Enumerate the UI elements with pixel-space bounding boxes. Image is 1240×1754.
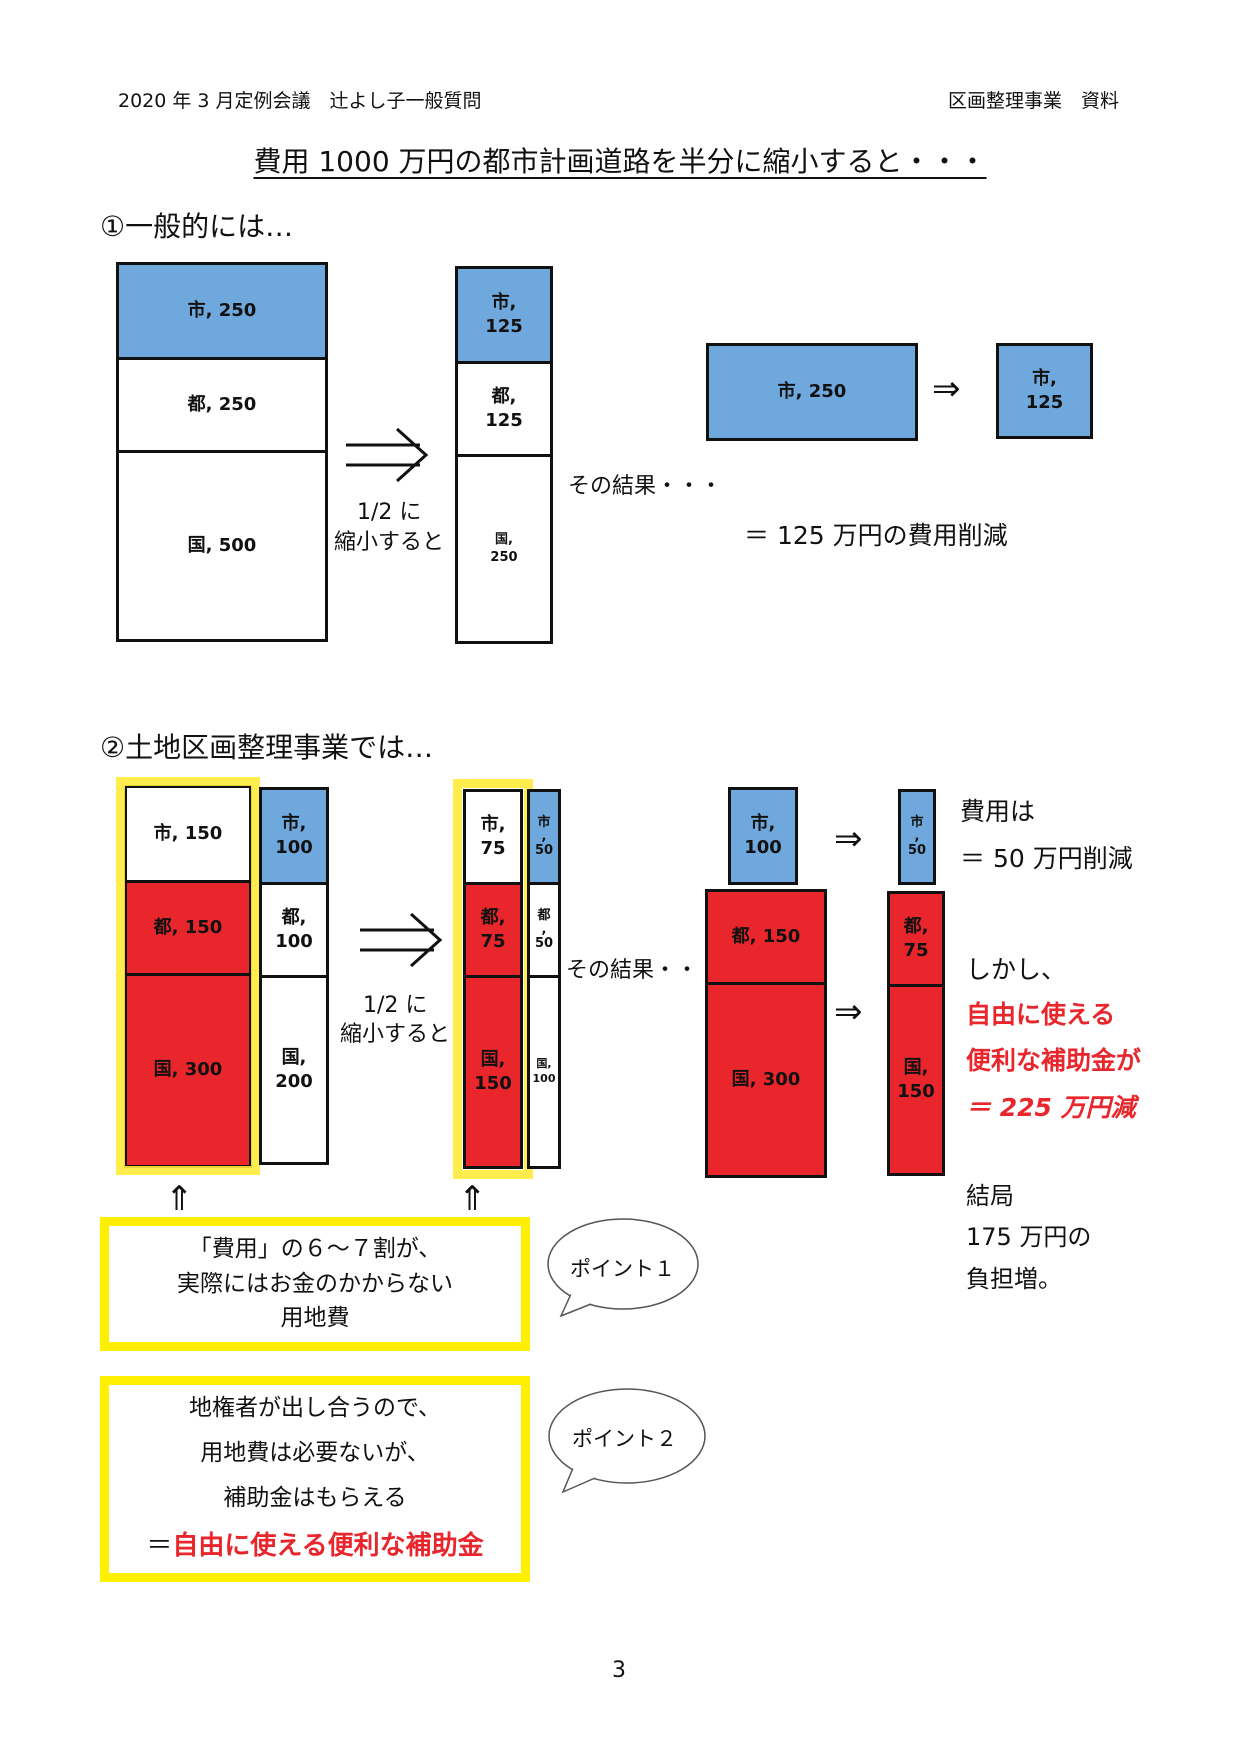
s2-full-left-city: 市, 150: [124, 785, 252, 883]
s2-full-left-nation: 国, 300: [124, 973, 252, 1168]
speech-bubble-icon: [547, 1218, 699, 1318]
page-title: 費用 1000 万円の都市計画道路を半分に縮小すると・・・: [253, 145, 987, 178]
s2-result-city-before: 市, 100: [728, 787, 798, 885]
up-arrow-icon: ⇑: [458, 1179, 487, 1219]
s2-full-left-metro: 都, 150: [124, 880, 252, 976]
s2-result-nation-before: 国, 300: [705, 982, 827, 1178]
s2-half-left-nation: 国, 150: [463, 975, 523, 1169]
up-arrow-icon: ⇑: [165, 1179, 194, 1219]
note-end-3: 負担増。: [966, 1265, 1062, 1293]
note-cost-1: 費用は: [960, 797, 1036, 826]
note-end-1: 結局: [966, 1182, 1014, 1210]
right-arrow-icon: ⇒: [834, 992, 863, 1032]
s2-full-right-nation: 国, 200: [259, 975, 329, 1165]
s1-full-city: 市, 250: [116, 262, 328, 360]
s1-result-before: 市, 250: [706, 343, 918, 441]
point1-box: 「費用」の６～７割が、 実際にはお金のかからない 用地費: [100, 1217, 530, 1351]
s2-result-metro-after: 都, 75: [887, 891, 945, 987]
s2-result-nation-after: 国, 150: [887, 984, 945, 1176]
point2-box: 地権者が出し合うので、 用地費は必要ないが、 補助金はもらえる ＝自由に使える便…: [100, 1376, 530, 1582]
note-end-2: 175 万円の: [966, 1223, 1092, 1251]
s1-arrow-label-2: 縮小すると: [334, 530, 445, 555]
s1-result-label: その結果・・・: [568, 474, 723, 499]
s1-half-city: 市, 125: [455, 266, 553, 364]
s2-result-city-after: 市 , 50: [898, 789, 936, 885]
s2-result-metro-before: 都, 150: [705, 889, 827, 985]
point1-bubble-text: ポイント１: [570, 1257, 675, 1281]
s1-half-nation: 国, 250: [455, 454, 553, 644]
note-red-2: 便利な補助金が: [966, 1046, 1142, 1075]
header-left: 2020 年 3 月定例会議 辻よし子一般質問: [118, 90, 482, 112]
double-arrow-icon: [346, 427, 429, 483]
s2-result-label: その結果・・・: [566, 958, 721, 983]
point1-line2: 実際にはお金のかからない: [177, 1270, 453, 1297]
right-arrow-icon: ⇒: [834, 819, 863, 859]
double-arrow-icon: [360, 912, 443, 968]
page-number: 3: [612, 1658, 626, 1683]
s1-half-metro: 都, 125: [455, 361, 553, 457]
s2-arrow-label-2: 縮小すると: [340, 1022, 451, 1047]
point1-line1: 「費用」の６～７割が、: [188, 1236, 442, 1263]
point2-line1: 地権者が出し合うので、: [188, 1395, 442, 1422]
speech-bubble-icon: [548, 1388, 706, 1494]
right-arrow-icon: ⇒: [932, 369, 961, 409]
point2-line3: 補助金はもらえる: [223, 1485, 407, 1512]
s2-half-highlight: [453, 779, 533, 1179]
s2-full-right-metro: 都, 100: [259, 882, 329, 978]
point1-line3: 用地費: [280, 1305, 350, 1332]
s2-half-right-metro: 都 , 50: [527, 882, 561, 978]
s1-full-metro: 都, 250: [116, 357, 328, 453]
note-cost-2: ＝ 50 万円削減: [960, 844, 1133, 873]
header-right: 区画整理事業 資料: [948, 90, 1120, 112]
point2-line4: ＝自由に使える便利な補助金: [146, 1530, 484, 1561]
s1-result-text: ＝ 125 万円の費用削減: [744, 521, 1008, 550]
s1-result-after: 市, 125: [996, 343, 1093, 439]
section1-heading: ①一般的には…: [100, 210, 294, 243]
section2-heading: ②土地区画整理事業では…: [100, 731, 434, 764]
note-but: しかし、: [966, 955, 1067, 984]
note-red-1: 自由に使える: [966, 1000, 1116, 1029]
s1-arrow-label-1: 1/2 に: [357, 500, 422, 525]
s2-full-right-city: 市, 100: [259, 787, 329, 885]
point2-bubble-text: ポイント２: [572, 1427, 677, 1451]
note-red-3: ＝ 225 万円減: [966, 1093, 1136, 1122]
s2-half-right-nation: 国, 100: [527, 975, 561, 1169]
s2-half-right-city: 市 , 50: [527, 789, 561, 885]
point2-line2: 用地費は必要ないが、: [200, 1440, 430, 1467]
s2-full-highlight: [116, 777, 260, 1175]
s2-half-left-city: 市, 75: [463, 789, 523, 885]
s2-arrow-label-1: 1/2 に: [363, 993, 428, 1018]
s1-full-nation: 国, 500: [116, 450, 328, 642]
